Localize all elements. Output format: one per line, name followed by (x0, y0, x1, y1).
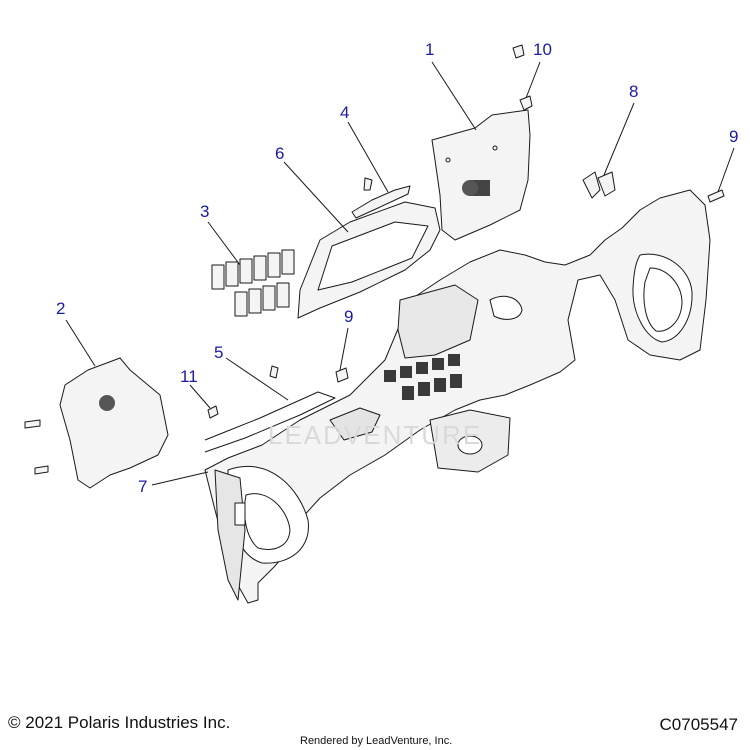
drawing-number: C0705547 (659, 715, 738, 734)
leader-lines (65, 61, 735, 486)
callout-9b: 9 (729, 127, 739, 146)
screws-part-9 (335, 189, 725, 383)
left-side-panel-part-2 (59, 357, 169, 489)
callout-3: 3 (200, 202, 210, 221)
rendered-by-credit: Rendered by LeadVenture, Inc. (300, 735, 453, 747)
watermark: LEADVENTURE (268, 420, 483, 450)
right-side-panel-part-1 (431, 109, 531, 241)
callout-1: 1 (425, 40, 435, 59)
dashboard-body-part-7 (204, 189, 711, 604)
switch-caps-part-3 (211, 249, 295, 317)
callout-6: 6 (275, 144, 285, 163)
callout-9a: 9 (344, 307, 354, 326)
clips-part-8 (582, 171, 616, 199)
callout-7: 7 (138, 477, 148, 496)
push-pins-part-10 (512, 44, 533, 111)
callout-5: 5 (214, 343, 224, 362)
wire-harness-part-5 (204, 365, 336, 453)
callout-2: 2 (56, 299, 66, 318)
bracket-part-4 (351, 177, 411, 219)
gauge-bezel-part-6 (297, 201, 441, 319)
copyright-notice: © 2021 Polaris Industries Inc. (8, 713, 231, 732)
callout-4: 4 (340, 103, 350, 122)
callout-10: 10 (533, 40, 552, 59)
callout-8: 8 (629, 82, 639, 101)
fasteners-part-11 (24, 405, 219, 475)
callout-11: 11 (180, 367, 198, 386)
